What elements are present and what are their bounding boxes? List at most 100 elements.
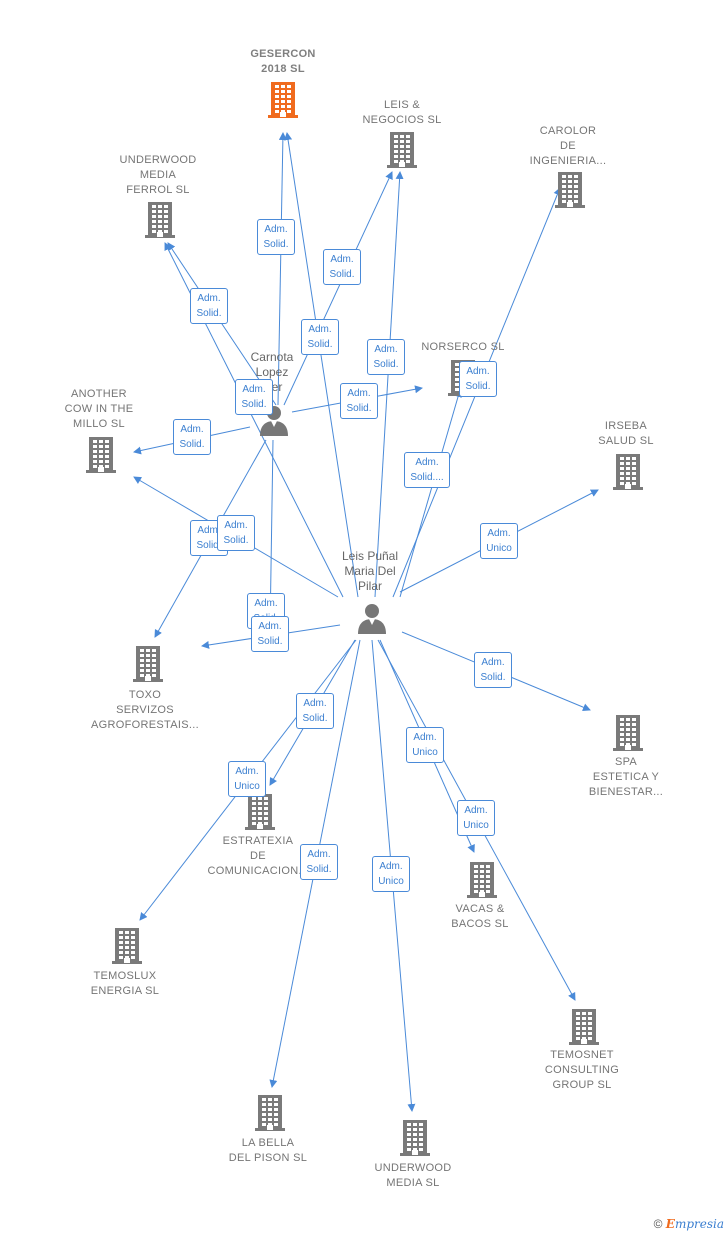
building-icon[interactable] bbox=[466, 862, 498, 898]
company-label-line: DE bbox=[560, 140, 576, 152]
company-label-line: UNDERWOOD bbox=[119, 154, 197, 166]
person-label-line: Maria Del bbox=[344, 564, 396, 578]
relation-edge bbox=[167, 242, 277, 406]
relation-edge bbox=[283, 171, 393, 406]
person-label-line: Pilar bbox=[357, 579, 382, 593]
person-label-line: Lopez bbox=[255, 365, 289, 379]
company-label-line: INGENIERIA... bbox=[529, 155, 607, 167]
role-badge[interactable]: Adm. Unico bbox=[457, 800, 495, 836]
building-icon[interactable] bbox=[399, 1120, 431, 1156]
company-label-gesercon[interactable]: GESERCON 2018 SL bbox=[213, 47, 353, 77]
role-badge[interactable]: Adm. Unico bbox=[406, 727, 444, 763]
company-label-line: COMUNICACION... bbox=[207, 865, 309, 877]
company-label-line: ENERGIA SL bbox=[90, 985, 160, 997]
copyright-symbol: © bbox=[653, 1217, 663, 1231]
company-label-line: NORSERCO SL bbox=[421, 341, 505, 353]
person-label-line: Carnota bbox=[250, 350, 294, 364]
company-label-line: GROUP SL bbox=[552, 1079, 612, 1091]
logo-initial: E bbox=[665, 1217, 675, 1231]
company-label-estratexia[interactable]: ESTRATEXIA DE COMUNICACION... bbox=[188, 834, 328, 879]
company-label-line: ESTETICA Y bbox=[592, 771, 660, 783]
building-icon[interactable] bbox=[85, 437, 117, 473]
role-badge[interactable]: Adm. Solid. bbox=[340, 383, 378, 419]
company-label-line: LEIS & bbox=[383, 99, 421, 111]
company-label-temoslux[interactable]: TEMOSLUX ENERGIA SL bbox=[55, 969, 195, 999]
building-icon[interactable] bbox=[132, 646, 164, 682]
logo-rest: mpresia bbox=[674, 1217, 724, 1231]
company-label-line: SERVIZOS bbox=[116, 704, 174, 716]
person-label-line: Leis Puñal bbox=[341, 549, 399, 563]
footer-brand[interactable]: © Empresia bbox=[654, 1217, 724, 1231]
company-label-leis-negocios[interactable]: LEIS & NEGOCIOS SL bbox=[332, 98, 472, 128]
company-label-line: COW IN THE bbox=[64, 403, 134, 415]
company-label-line: AGROFORESTAIS... bbox=[91, 719, 199, 731]
company-label-line: SALUD SL bbox=[598, 435, 654, 447]
role-badge[interactable]: Adm. Solid. bbox=[235, 379, 273, 415]
building-icon[interactable] bbox=[244, 794, 276, 830]
company-label-carolor[interactable]: CAROLOR DE INGENIERIA... bbox=[498, 124, 638, 169]
company-label-line: NEGOCIOS SL bbox=[362, 114, 442, 126]
role-badge[interactable]: Adm. Solid. bbox=[173, 419, 211, 455]
company-label-line: CAROLOR bbox=[539, 125, 597, 137]
relation-edge bbox=[399, 389, 462, 598]
company-label-line: 2018 SL bbox=[261, 63, 305, 75]
building-icon[interactable] bbox=[267, 82, 299, 118]
building-icon[interactable] bbox=[612, 454, 644, 490]
building-icon[interactable] bbox=[568, 1009, 600, 1045]
company-label-line: VACAS & bbox=[455, 903, 505, 915]
person-icon[interactable] bbox=[356, 602, 388, 634]
company-label-line: MILLO SL bbox=[73, 418, 125, 430]
company-label-line: TEMOSLUX bbox=[93, 970, 157, 982]
building-icon[interactable] bbox=[111, 928, 143, 964]
company-label-line: MEDIA bbox=[139, 169, 177, 181]
relation-edge bbox=[374, 171, 404, 598]
company-label-line: UNDERWOOD bbox=[374, 1162, 452, 1174]
company-label-line: GESERCON bbox=[250, 48, 316, 60]
company-label-line: CONSULTING bbox=[544, 1064, 620, 1076]
role-badge[interactable]: Adm. Solid. bbox=[190, 288, 228, 324]
relation-edge bbox=[284, 132, 359, 598]
company-label-temosnet[interactable]: TEMOSNET CONSULTING GROUP SL bbox=[512, 1048, 652, 1093]
role-badge[interactable]: Adm. Unico bbox=[372, 856, 410, 892]
company-label-toxo[interactable]: TOXO SERVIZOS AGROFORESTAIS... bbox=[75, 688, 215, 733]
company-label-line: LA BELLA bbox=[241, 1137, 295, 1149]
role-badge[interactable]: Adm. Solid. bbox=[459, 361, 497, 397]
company-label-line: DE bbox=[250, 850, 266, 862]
role-badge[interactable]: Adm. Solid.... bbox=[404, 452, 450, 488]
building-icon[interactable] bbox=[144, 202, 176, 238]
building-icon[interactable] bbox=[254, 1095, 286, 1131]
company-label-line: SPA bbox=[614, 756, 638, 768]
relation-edge bbox=[277, 132, 287, 406]
role-badge[interactable]: Adm. Solid. bbox=[300, 844, 338, 880]
company-label-underwood-media[interactable]: UNDERWOOD MEDIA SL bbox=[343, 1161, 483, 1191]
building-icon[interactable] bbox=[612, 715, 644, 751]
company-label-line: TOXO bbox=[128, 689, 162, 701]
company-label-vacas[interactable]: VACAS & BACOS SL bbox=[410, 902, 550, 932]
company-label-line: TEMOSNET bbox=[550, 1049, 614, 1061]
empresia-logo: Empresia bbox=[666, 1217, 724, 1231]
company-label-line: ESTRATEXIA bbox=[222, 835, 294, 847]
role-badge[interactable]: Adm. Solid. bbox=[296, 693, 334, 729]
company-label-line: DEL PISON SL bbox=[228, 1152, 308, 1164]
company-label-another-cow[interactable]: ANOTHER COW IN THE MILLO SL bbox=[29, 387, 169, 432]
role-badge[interactable]: Adm. Unico bbox=[480, 523, 518, 559]
company-label-line: MEDIA SL bbox=[386, 1177, 440, 1189]
role-badge[interactable]: Adm. Solid. bbox=[301, 319, 339, 355]
role-badge[interactable]: Adm. Solid. bbox=[257, 219, 295, 255]
role-badge[interactable]: Adm. Solid. bbox=[367, 339, 405, 375]
role-badge[interactable]: Adm. Unico bbox=[228, 761, 266, 797]
company-label-line: BACOS SL bbox=[451, 918, 509, 930]
company-label-labella[interactable]: LA BELLA DEL PISON SL bbox=[198, 1136, 338, 1166]
role-badge[interactable]: Adm. Solid. bbox=[474, 652, 512, 688]
role-badge[interactable]: Adm. Solid. bbox=[217, 515, 255, 551]
building-icon[interactable] bbox=[554, 172, 586, 208]
company-label-line: ANOTHER bbox=[71, 388, 127, 400]
building-icon[interactable] bbox=[386, 132, 418, 168]
role-badge[interactable]: Adm. Solid. bbox=[251, 616, 289, 652]
role-badge[interactable]: Adm. Solid. bbox=[323, 249, 361, 285]
company-label-norserco[interactable]: NORSERCO SL bbox=[393, 340, 533, 355]
